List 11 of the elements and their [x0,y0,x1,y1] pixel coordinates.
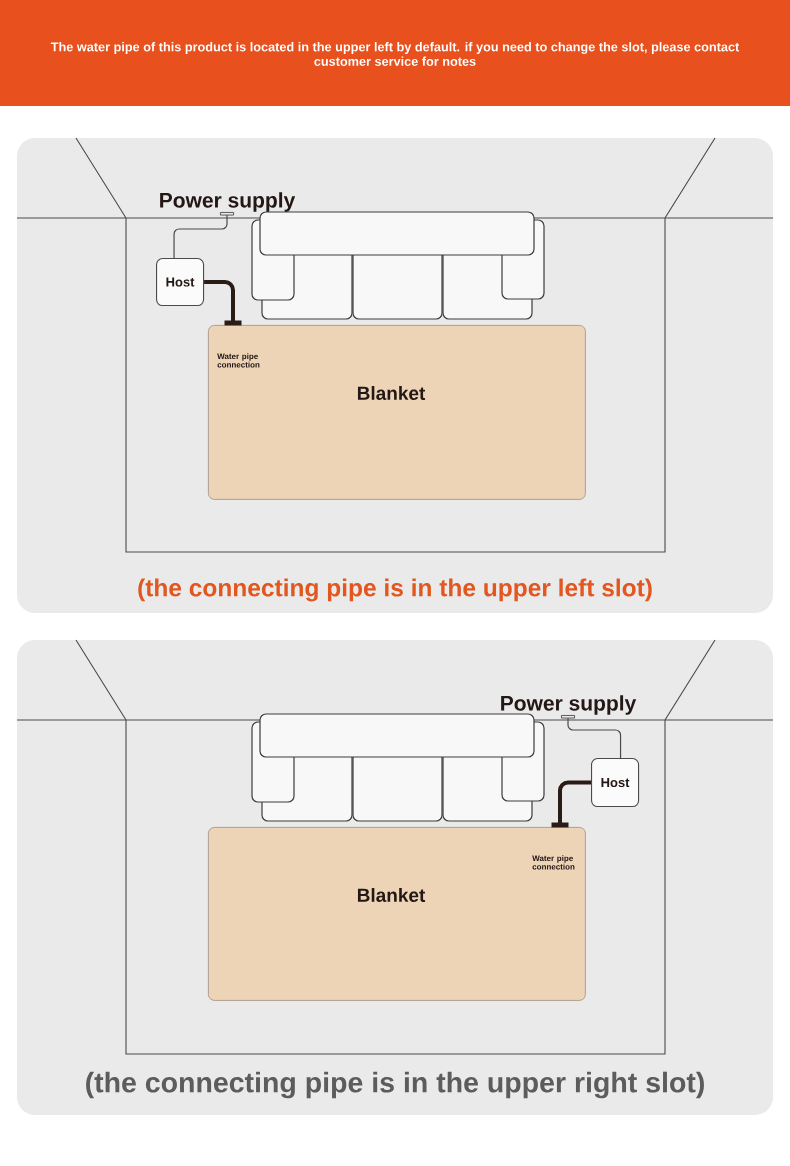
host-box: Host [591,758,640,808]
title-banner: The water pipe of this product is located in the upper left by default. if you need to change the slot, please contact customer service for notes [0,0,790,106]
host-box: Host [156,258,205,307]
panel-label: (the connecting pipe is in the upper left slot) [138,578,652,602]
cable-line [561,715,622,759]
connection-note: Water pipe connection [217,353,260,368]
cable-line [173,212,234,259]
connection-note: Water pipe connection [532,855,575,870]
power-supply-label: Power supply [501,695,637,715]
power-supply-label: Power supply [160,192,296,212]
panel-label: (the connecting pipe is in the upper right slot) [86,1071,704,1099]
